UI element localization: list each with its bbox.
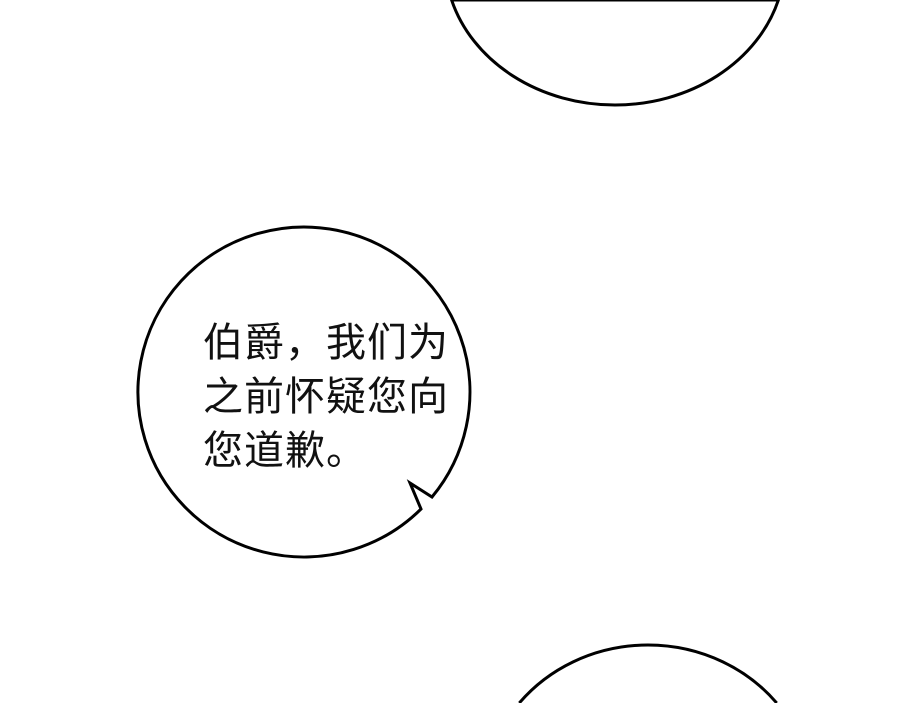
speech-bubble-bottom — [518, 643, 778, 703]
speech-bubble-top — [450, 0, 780, 107]
speech-bubble-text: 伯爵，我们为 之前怀疑您向 您道歉。 — [203, 316, 463, 478]
speech-line-3: 您道歉。 — [203, 428, 367, 474]
speech-bubble-middle — [136, 225, 472, 559]
speech-line-1: 伯爵，我们为 — [203, 320, 449, 366]
speech-line-2: 之前怀疑您向 — [203, 374, 449, 420]
